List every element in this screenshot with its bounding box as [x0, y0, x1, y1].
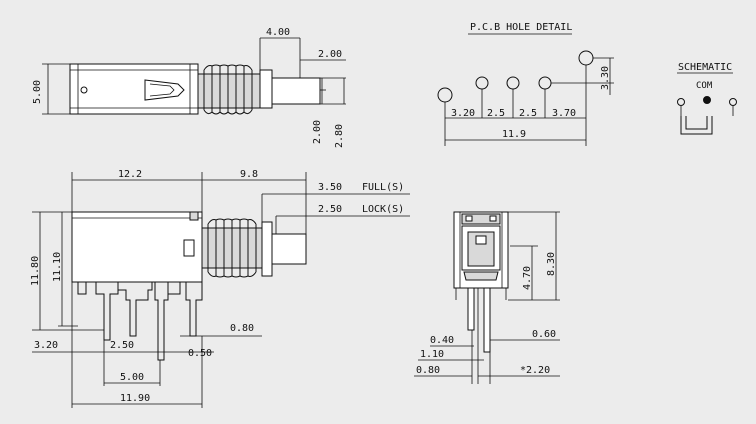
side-dim-9-8: 9.8 — [240, 169, 258, 180]
pcb-dim-2-5-a: 2.5 — [487, 108, 505, 119]
pcb-dim-3-30: 3.30 — [600, 66, 611, 90]
side-view-spring — [201, 218, 263, 278]
schematic-contact — [680, 116, 713, 135]
pcb-hole-2 — [475, 76, 489, 90]
side-view-plunger — [271, 233, 307, 265]
schematic-title: SCHEMATIC — [678, 62, 732, 73]
front-view: 8.30 4.70 0.40 0.60 1.10 0.80 *2.20 — [414, 211, 560, 384]
pcb-hole-5 — [578, 50, 594, 66]
front-dim-0-80: 0.80 — [416, 365, 440, 376]
pcb-dim-3-70: 3.70 — [552, 108, 576, 119]
dim-2-00-right: 2.00 — [312, 120, 323, 144]
side-dim-11-10: 11.10 — [52, 252, 63, 282]
side-dim-12-2: 12.2 — [118, 169, 142, 180]
side-dim-0-80: 0.80 — [230, 323, 254, 334]
top-view-plunger — [271, 77, 321, 105]
pcb-dim-3-20: 3.20 — [451, 108, 475, 119]
front-dim-4-70: 4.70 — [522, 266, 533, 290]
front-dim-0-40: 0.40 — [430, 335, 454, 346]
side-dim-2-50-bot: 2.50 — [110, 340, 134, 351]
side-dim-11-90: 11.90 — [120, 393, 150, 404]
front-dim-1-10: 1.10 — [420, 349, 444, 360]
schematic-terminal-right — [729, 98, 737, 106]
pcb-hole-detail: P.C.B HOLE DETAIL 3.20 2.5 2.5 3.70 11.9… — [437, 22, 614, 146]
pcb-dim-11-9: 11.9 — [502, 129, 526, 140]
side-dim-0-50: 0.50 — [188, 348, 212, 359]
pcb-hole-1 — [437, 87, 453, 103]
full-label: FULL(S) — [362, 182, 404, 193]
pcb-dim-2-5-b: 2.5 — [519, 108, 537, 119]
pcb-title: P.C.B HOLE DETAIL — [470, 22, 572, 33]
side-dim-11-80: 11.80 — [30, 256, 41, 286]
dim-5-00-left: 5.00 — [32, 80, 43, 104]
side-dim-3-50: 3.50 — [318, 182, 342, 193]
side-view: 12.2 9.8 3.50 FULL(S) 2.50 LOCK(S) 11.80… — [30, 169, 410, 408]
dim-2-00-top: 2.00 — [318, 49, 342, 60]
pcb-hole-4 — [538, 76, 552, 90]
front-dim-2-20: *2.20 — [520, 365, 550, 376]
side-dim-3-20: 3.20 — [34, 340, 58, 351]
side-dim-2-50-top: 2.50 — [318, 204, 342, 215]
top-view-hole — [80, 86, 88, 94]
schematic: SCHEMATIC COM — [677, 62, 737, 135]
pcb-hole-3 — [506, 76, 520, 90]
front-dim-0-60: 0.60 — [532, 329, 556, 340]
front-dim-8-30: 8.30 — [546, 252, 557, 276]
top-view-spring — [197, 64, 261, 115]
side-view-pins — [77, 281, 203, 361]
schematic-terminal-com — [703, 96, 711, 104]
top-view-latch — [144, 79, 185, 101]
side-dim-5-00: 5.00 — [120, 372, 144, 383]
side-view-collar — [261, 221, 273, 277]
dim-2-80: 2.80 — [334, 124, 345, 148]
top-view: 4.00 2.00 5.00 2.00 2.80 — [32, 27, 346, 148]
lock-label: LOCK(S) — [362, 204, 404, 215]
top-view-collar — [259, 69, 273, 109]
dim-4-00: 4.00 — [266, 27, 290, 38]
schematic-com-label: COM — [696, 81, 713, 91]
side-view-body — [71, 211, 203, 283]
schematic-terminal-left — [677, 98, 685, 106]
